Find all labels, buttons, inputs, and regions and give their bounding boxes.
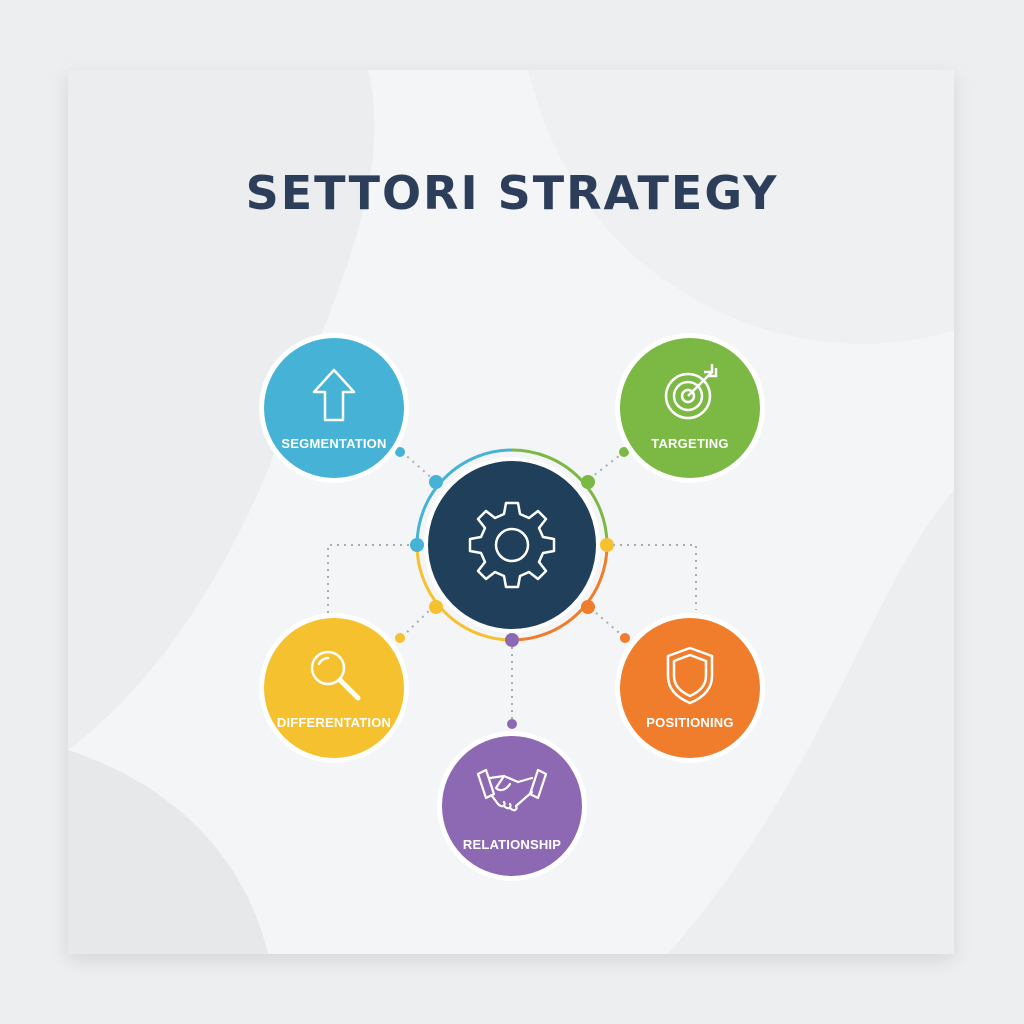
end-dots [395, 447, 630, 729]
connector-segmentation [401, 451, 435, 481]
page-title: SETTORI STRATEGY [245, 166, 779, 220]
connector-differentation [327, 544, 416, 628]
node-label-segmentation: SEGMENTATION [281, 436, 387, 451]
node-label-targeting: TARGETING [651, 436, 729, 451]
node-relationship [437, 731, 587, 881]
shield-icon [666, 646, 714, 705]
node-segmentation [259, 333, 409, 483]
connector-targeting [587, 451, 625, 481]
node-differentation [259, 613, 409, 763]
node-label-relationship: RELATIONSHIP [462, 837, 562, 852]
node-targeting [615, 333, 765, 483]
center-ring [415, 448, 609, 642]
magnifier-icon [310, 650, 361, 701]
center-circle [428, 461, 596, 629]
connectors [327, 451, 697, 724]
target-icon [664, 364, 718, 420]
handshake-icon [476, 768, 548, 812]
connector-positioning-dot [587, 605, 625, 638]
card-background-shapes [68, 70, 954, 954]
node-label-differentation: DIFFERENTATION [276, 715, 392, 730]
arrow-up-icon [312, 368, 356, 422]
ring-dots [410, 475, 614, 647]
connector-positioning [606, 544, 697, 610]
node-label-positioning: POSITIONING [646, 715, 734, 730]
node-positioning [615, 613, 765, 763]
gear-icon [468, 501, 556, 589]
connector-differentation-dot [401, 605, 435, 638]
